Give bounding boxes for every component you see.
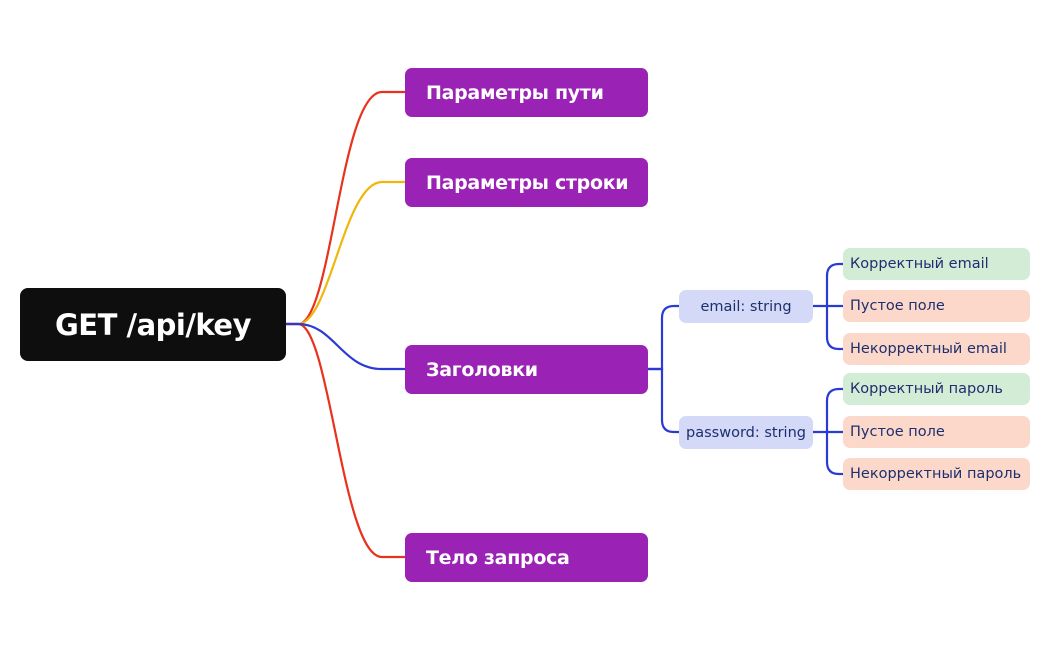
connector-headers-to-password <box>648 367 680 434</box>
case-email-invalid: Некорректный email <box>843 333 1030 365</box>
case-email-valid: Корректный email <box>843 248 1030 280</box>
connector-root-to-path-params <box>286 90 405 326</box>
field-password: password: string <box>679 416 813 449</box>
case-password-invalid: Некорректный пароль <box>843 458 1030 490</box>
field-email: email: string <box>679 290 813 323</box>
case-password-empty: Пустое поле <box>843 416 1030 448</box>
branch-headers: Заголовки <box>405 345 648 394</box>
connector-password-to-cases <box>813 387 844 476</box>
branch-query-params: Параметры строки <box>405 158 648 207</box>
connector-root-to-query-params <box>286 180 405 326</box>
connector-email-to-cases <box>813 262 844 351</box>
case-email-empty: Пустое поле <box>843 290 1030 322</box>
branch-path-params: Параметры пути <box>405 68 648 117</box>
connector-root-to-body <box>286 322 405 559</box>
branch-body: Тело запроса <box>405 533 648 582</box>
root-endpoint-node: GET /api/key <box>20 288 286 361</box>
connector-headers-to-email <box>648 304 680 371</box>
connector-root-to-headers <box>286 322 405 371</box>
case-password-valid: Корректный пароль <box>843 373 1030 405</box>
